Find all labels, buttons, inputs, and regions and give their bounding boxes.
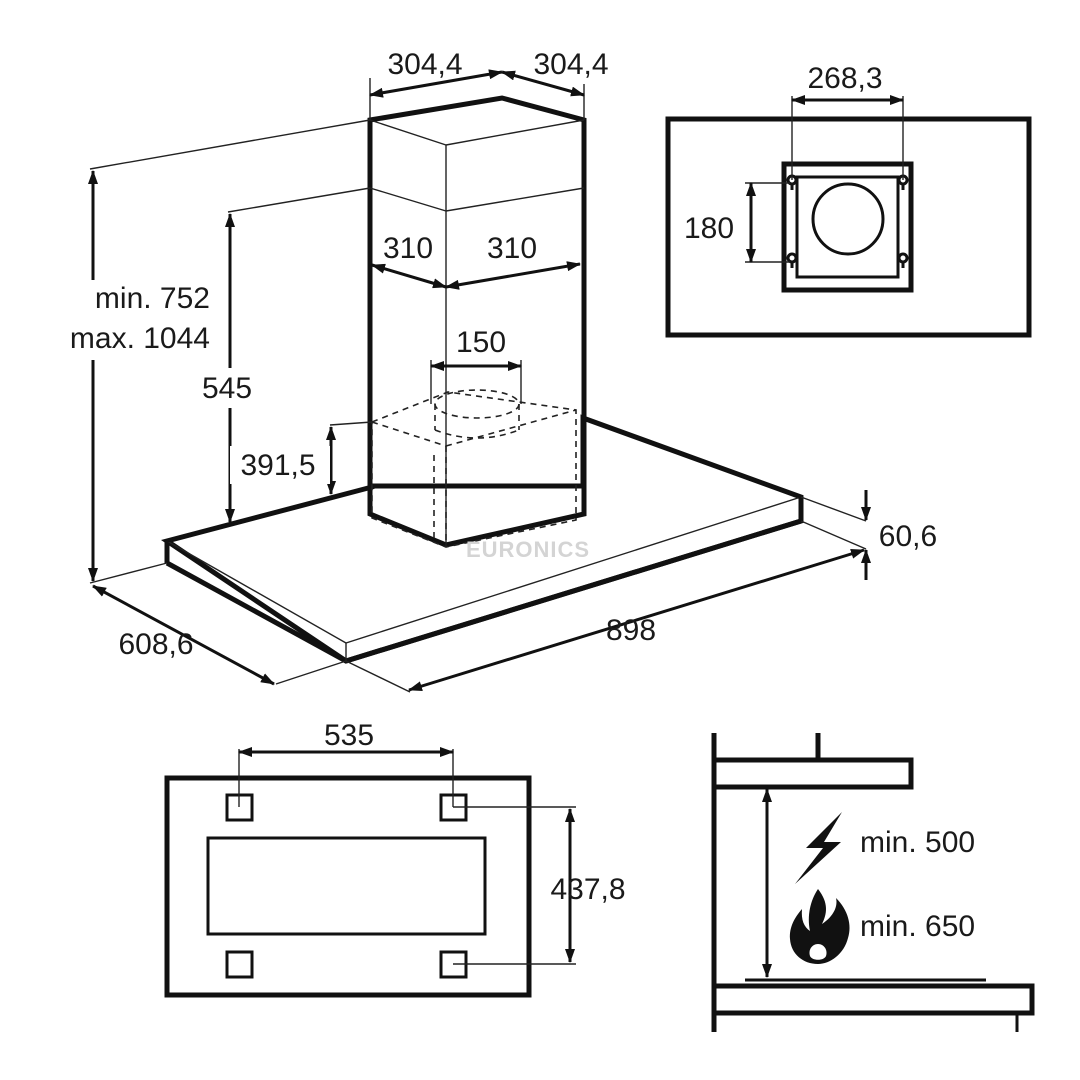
bracket-plate bbox=[781, 161, 914, 293]
label-inner-right: 310 bbox=[487, 232, 537, 265]
motor-housing-hidden bbox=[371, 389, 577, 548]
dim-inner-left bbox=[371, 263, 447, 289]
label-bracket-vertical: 180 bbox=[684, 212, 734, 245]
label-lower-height: 391,5 bbox=[240, 449, 315, 482]
label-height-min: min. 752 bbox=[95, 282, 210, 315]
ceiling-panel bbox=[665, 116, 1032, 338]
dim-width bbox=[408, 548, 865, 692]
ceiling-bracket-view: 268,3 180 bbox=[665, 62, 1032, 338]
label-canopy-thickness: 60,6 bbox=[879, 520, 937, 553]
label-electric-min: min. 500 bbox=[860, 826, 975, 859]
canopy-underside bbox=[164, 775, 532, 998]
label-canopy-width: 898 bbox=[606, 614, 656, 647]
dim-chimney-width-left bbox=[369, 69, 503, 98]
filter-area bbox=[206, 836, 487, 936]
mounting-holes bbox=[225, 793, 468, 979]
label-height-max: max. 1044 bbox=[70, 322, 210, 355]
dim-chimney-width-right bbox=[501, 70, 585, 97]
label-outlet-diameter: 150 bbox=[456, 326, 506, 359]
dim-inner-right bbox=[445, 261, 581, 290]
label-bracket-horizontal: 268,3 bbox=[807, 62, 882, 95]
label-upper-height: 545 bbox=[202, 372, 252, 405]
label-gas-min: min. 650 bbox=[860, 910, 975, 943]
label-chimney-width-right: 304,4 bbox=[533, 48, 608, 81]
label-bottom-horizontal: 535 bbox=[324, 719, 374, 752]
dim-depth bbox=[92, 584, 275, 686]
duct-hole bbox=[811, 182, 885, 256]
label-chimney-width-left: 304,4 bbox=[387, 48, 462, 81]
chimney bbox=[367, 95, 587, 548]
extension-lines bbox=[89, 78, 867, 693]
label-canopy-depth: 608,6 bbox=[118, 628, 193, 661]
euronics-watermark: EURONICS bbox=[466, 537, 590, 562]
flame-icon bbox=[789, 889, 850, 964]
label-bottom-vertical: 437,8 bbox=[550, 873, 625, 906]
clearance-view: min. 500 min. 650 bbox=[711, 733, 1035, 1032]
hood-side bbox=[711, 757, 914, 790]
label-inner-left: 310 bbox=[383, 232, 433, 265]
main-view: 304,4 304,4 310 310 150 min. 752 max. 10… bbox=[40, 48, 937, 693]
bottom-view: 535 437,8 bbox=[164, 719, 626, 998]
worktop bbox=[711, 983, 1035, 1016]
lightning-bolt-icon bbox=[795, 812, 842, 884]
